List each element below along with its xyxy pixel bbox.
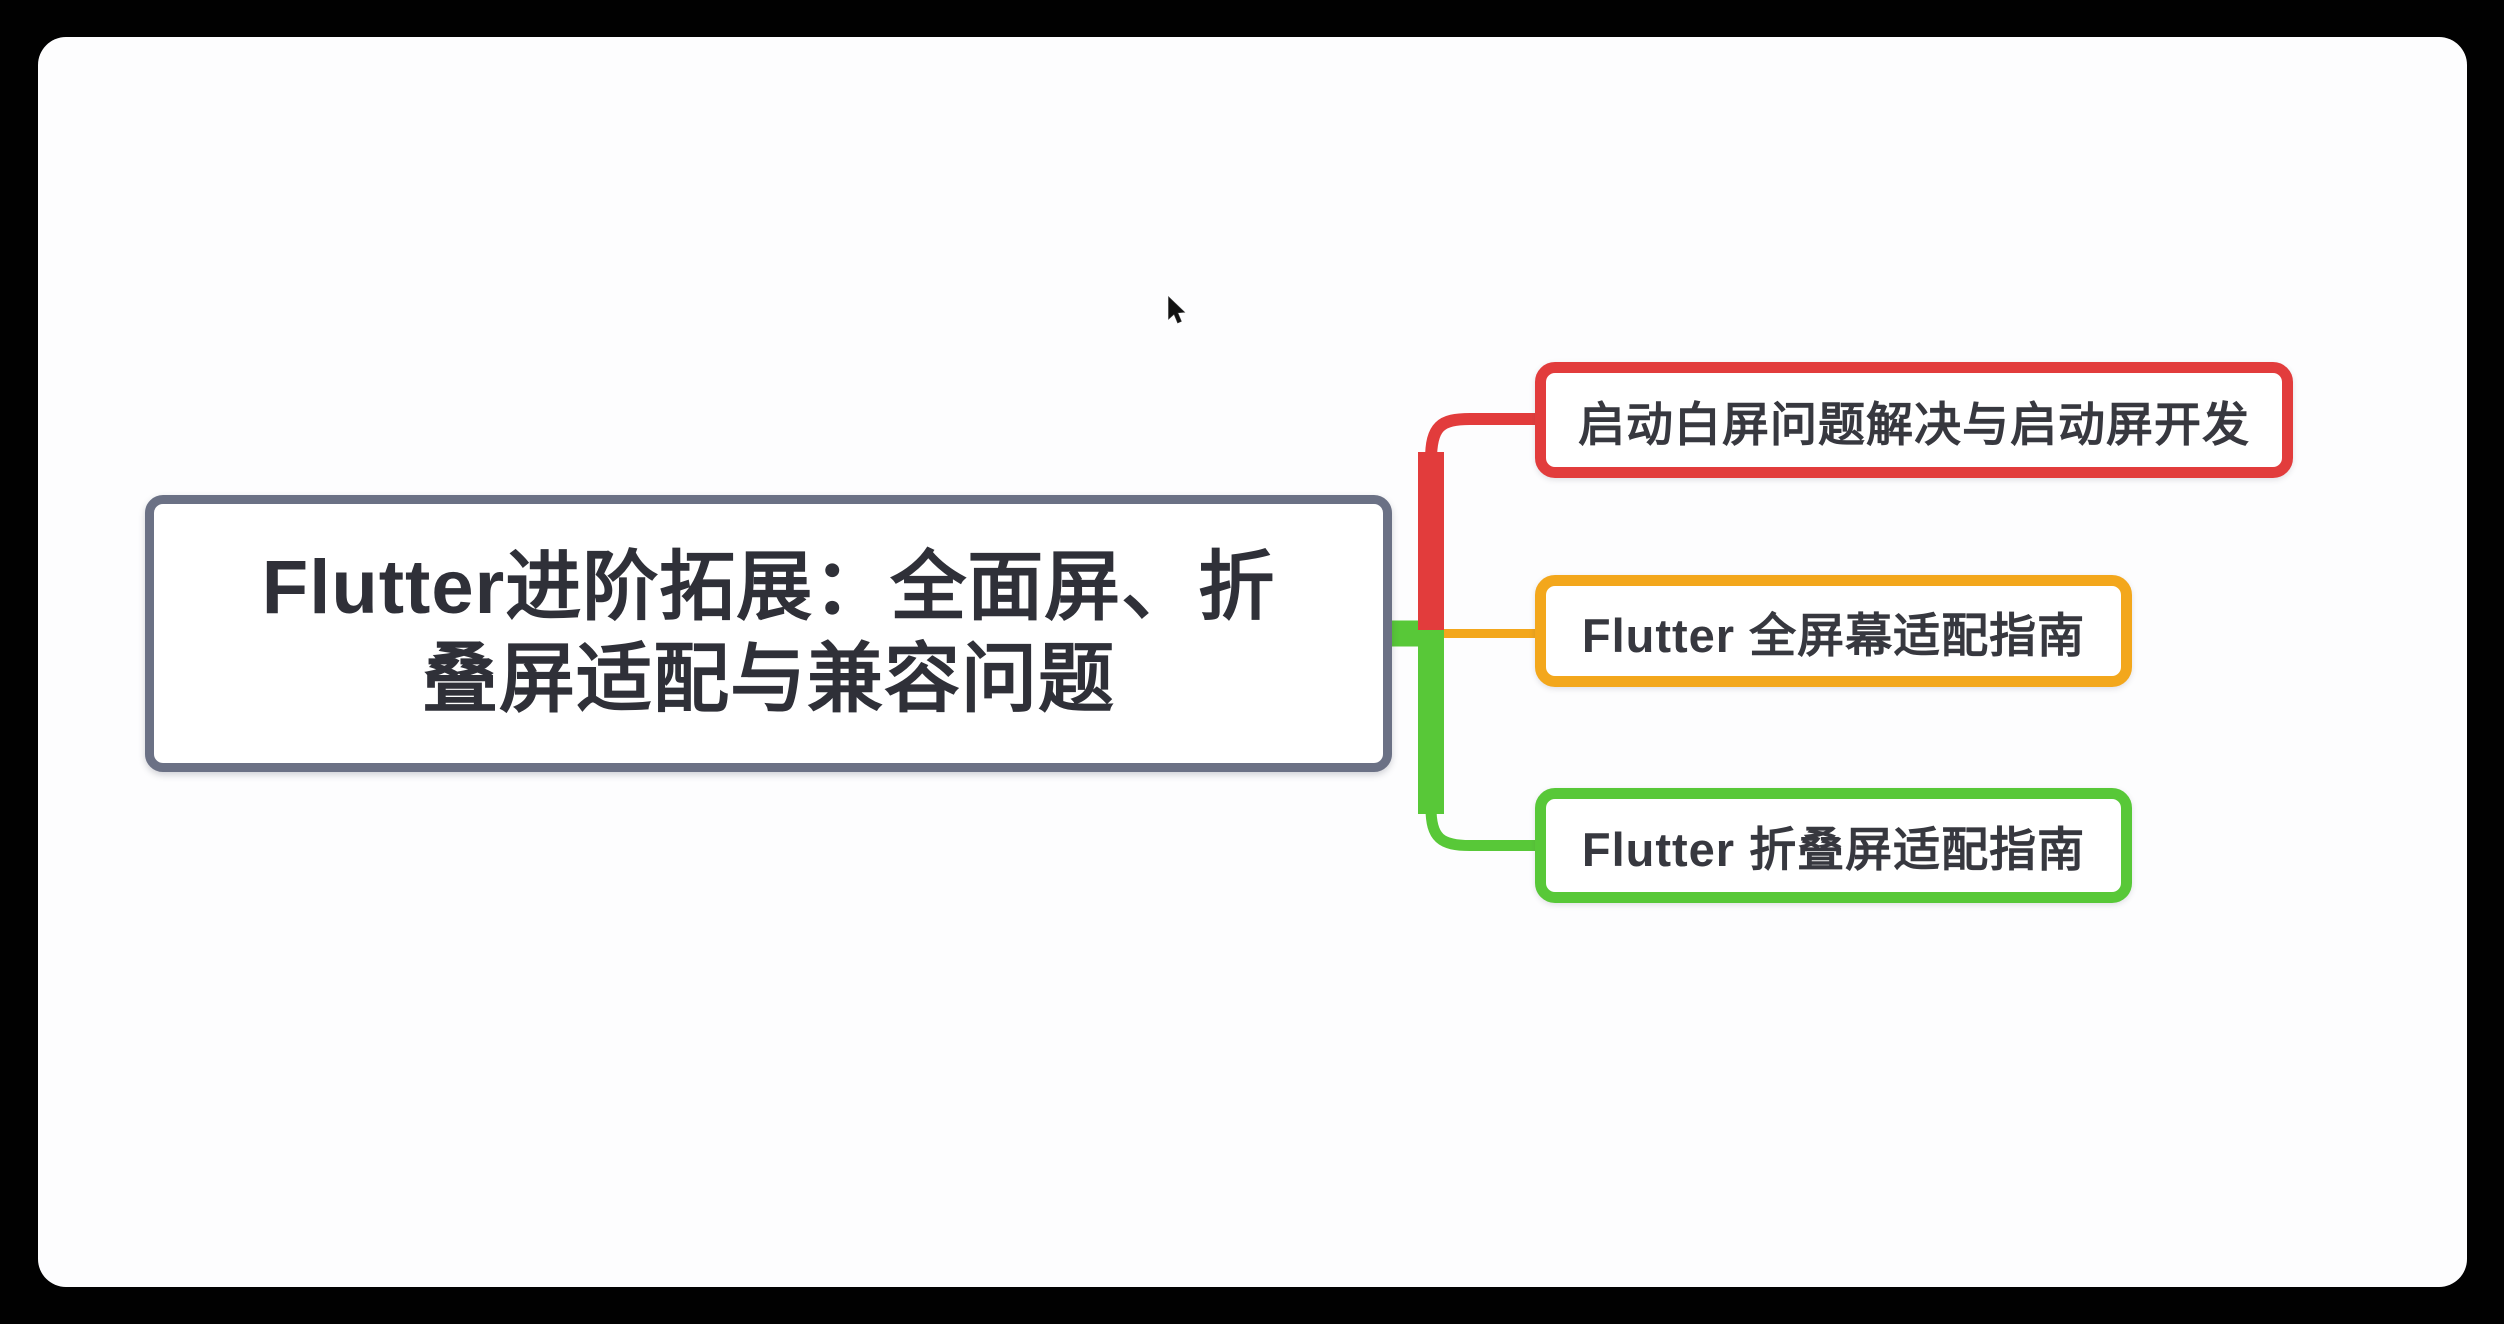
child-topic-label: 启动白屏问题解决与启动屏开发 xyxy=(1578,397,2250,451)
child-topic-label: Flutter 全屏幕适配指南 xyxy=(1581,608,2086,662)
root-topic-node[interactable]: Flutter进阶拓展：全面屏、折 叠屏适配与兼容问题 xyxy=(145,495,1392,772)
root-topic-title: Flutter进阶拓展：全面屏、折 叠屏适配与兼容问题 xyxy=(262,542,1275,726)
root-title-line-2: 叠屏适配与兼容问题 xyxy=(422,636,1115,722)
mouse-cursor-icon xyxy=(1168,296,1186,324)
root-title-line-1: Flutter进阶拓展：全面屏、折 xyxy=(261,544,1276,630)
child-topic-label: Flutter 折叠屏适配指南 xyxy=(1581,823,2086,876)
child-topic-foldable-guide[interactable]: Flutter 折叠屏适配指南 xyxy=(1535,788,2132,903)
child-topic-splash-screen[interactable]: 启动白屏问题解决与启动屏开发 xyxy=(1535,362,2293,478)
child-topic-fullscreen-guide[interactable]: Flutter 全屏幕适配指南 xyxy=(1535,575,2132,687)
